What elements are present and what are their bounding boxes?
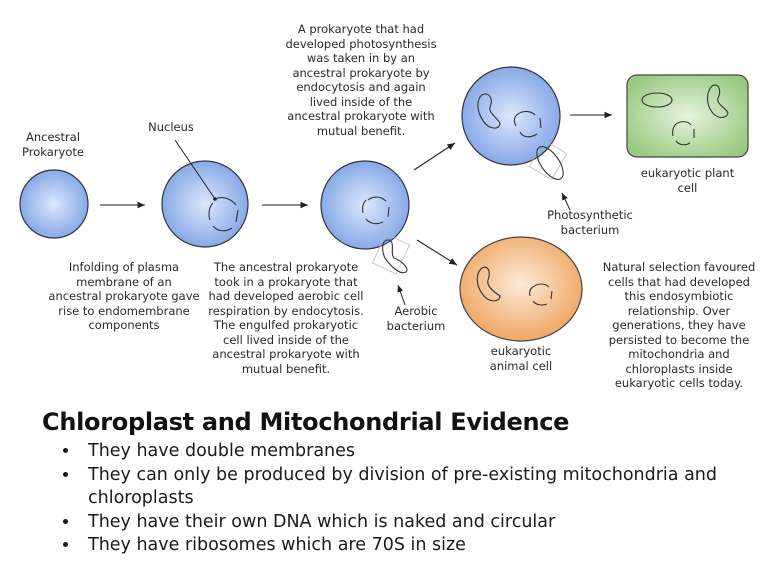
diagram-graphics bbox=[19, 66, 749, 342]
photosynthetic-pointer bbox=[561, 192, 571, 211]
label-plant-cell: eukaryotic plant cell bbox=[640, 166, 735, 195]
arrow-to-plant-path bbox=[413, 142, 456, 171]
label-aerobic-bacterium: Aerobic bacterium bbox=[386, 304, 446, 333]
prokaryote-engulfing-photosynthetic-cell bbox=[461, 66, 568, 181]
label-photosynthetic-bacterium: Photosynthetic bacterium bbox=[547, 208, 633, 237]
eukaryotic-plant-cell bbox=[626, 74, 749, 158]
evidence-item: They can only be produced by division of… bbox=[80, 464, 768, 511]
evidence-list: They have double membranes They can only… bbox=[30, 440, 768, 558]
evidence-item: They have double membranes bbox=[80, 440, 768, 464]
prokaryote-with-nucleus-cell bbox=[161, 139, 249, 248]
eukaryotic-animal-cell bbox=[459, 236, 583, 342]
arrow-to-animal-path bbox=[416, 239, 458, 266]
label-nucleus: Nucleus bbox=[148, 120, 194, 134]
label-aerobic-note: The ancestral prokaryote took in a proka… bbox=[208, 260, 364, 376]
label-animal-cell: eukaryotic animal cell bbox=[489, 344, 553, 373]
label-ancestral-prokaryote: Ancestral Prokaryote bbox=[22, 130, 84, 159]
evidence-item: They have their own DNA which is naked a… bbox=[80, 511, 768, 535]
label-infolding-note: Infolding of plasma membrane of an ances… bbox=[48, 260, 200, 332]
prokaryote-engulfing-aerobic-cell bbox=[320, 160, 411, 275]
evidence-title: Chloroplast and Mitochondrial Evidence bbox=[42, 408, 570, 436]
label-photosynthesis-note: A prokaryote that had developed photosyn… bbox=[285, 22, 437, 138]
ancestral-prokaryote-cell bbox=[19, 169, 89, 239]
endosymbiosis-diagram: Ancestral Prokaryote Nucleus A prokaryot… bbox=[19, 22, 756, 390]
aerobic-pointer bbox=[397, 284, 406, 306]
evidence-item: They have ribosomes which are 70S in siz… bbox=[80, 534, 768, 558]
label-natural-selection-note: Natural selection favoured cells that ha… bbox=[602, 260, 756, 390]
